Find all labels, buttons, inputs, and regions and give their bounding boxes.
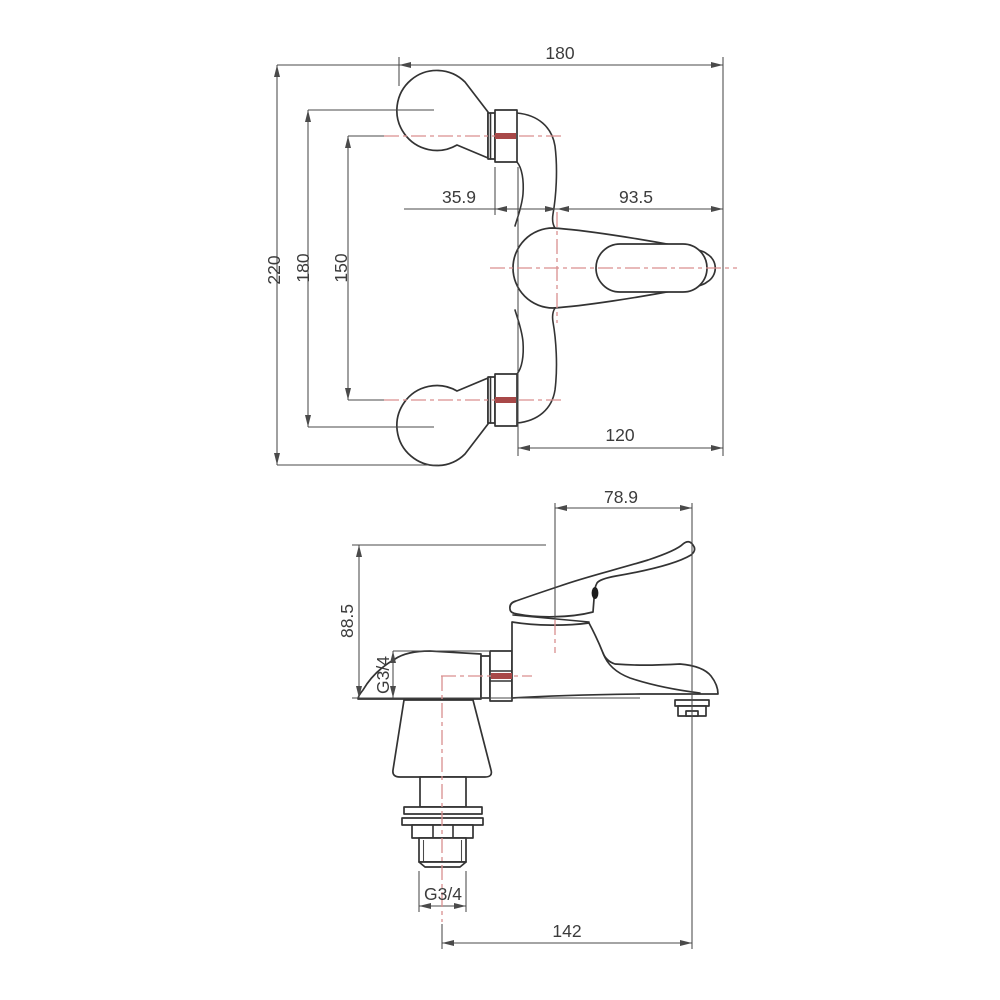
dim-label-spout-78-9: 78.9	[604, 487, 638, 507]
centerlines	[384, 133, 737, 922]
plan-top-pipe-outer	[516, 112, 567, 237]
side-thread-chamfer	[418, 861, 467, 868]
plan-bottom-pipe-outer	[516, 299, 567, 424]
dim-label-height-88-5: 88.5	[337, 604, 357, 638]
dim-label-centers-150: 150	[331, 253, 351, 282]
dim-label-width-180: 180	[545, 43, 574, 63]
dim-label-offset-35-9: 35.9	[442, 187, 476, 207]
plan-top-pipe-inner	[514, 161, 525, 227]
dimension-labels: 180 220 180 150 35.9 93.5 120 78.9 88.5 …	[264, 43, 653, 941]
side-washer-upper	[403, 806, 483, 815]
dimension-arrows	[274, 62, 723, 946]
side-inlet-collar	[480, 655, 491, 699]
dim-label-reach-93-5: 93.5	[619, 187, 653, 207]
side-body-spout	[511, 621, 719, 699]
dimension-lines	[276, 57, 724, 949]
side-shank-neck	[419, 776, 467, 808]
plan-bottom-eccentric	[396, 377, 489, 467]
dim-label-base-142: 142	[552, 921, 581, 941]
side-spout-shoulder	[602, 652, 701, 694]
dim-label-depth-120: 120	[605, 425, 634, 445]
dim-label-height-220: 220	[264, 255, 284, 284]
dim-label-g34-shank: G3/4	[424, 884, 462, 904]
side-handle-lever	[509, 540, 696, 618]
plan-top-eccentric	[396, 69, 489, 159]
plan-handle-top-face	[595, 243, 708, 293]
dim-label-centers-180: 180	[293, 253, 313, 282]
side-view	[357, 540, 719, 868]
side-handle-indicator-dot	[591, 587, 599, 599]
plan-bottom-pipe-inner	[514, 309, 525, 375]
side-cap-joint-line	[512, 614, 590, 623]
dim-label-g34-inlet: G3/4	[373, 656, 393, 694]
